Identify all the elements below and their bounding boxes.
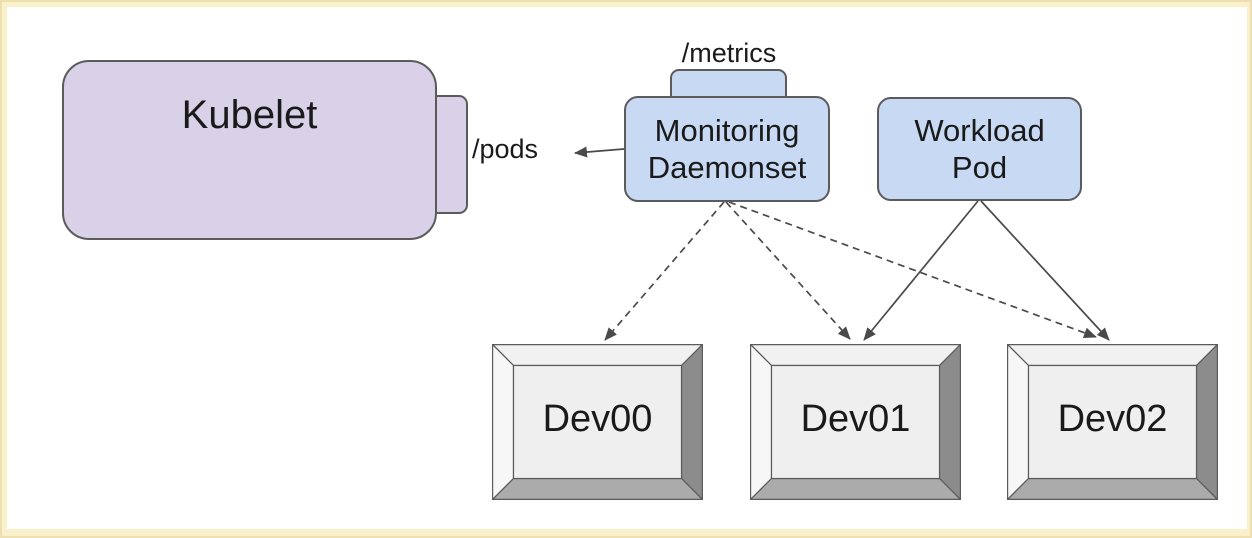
node-workload-pod: Workload Pod <box>877 97 1082 201</box>
edge-monitoring-daemonset-to-dev00 <box>604 201 725 341</box>
pods-endpoint-label: /pods <box>472 134 539 164</box>
edge-workload-pod-to-dev02 <box>980 200 1110 341</box>
node-dev01: Dev01 <box>750 344 961 500</box>
bevel-frame <box>1007 344 1218 500</box>
workload-pod-label: Workload Pod <box>914 113 1045 185</box>
edge-monitoring-daemonset-to-dev01 <box>725 201 851 340</box>
node-dev00: Dev00 <box>492 344 703 500</box>
dev00-label: Dev00 <box>542 398 653 440</box>
node-kubelet: Kubelet <box>62 60 437 240</box>
edge-monitoring-daemonset-to-dev02 <box>728 201 1097 339</box>
monitoring-daemonset-label: Monitoring Daemonset <box>647 113 807 185</box>
node-dev02: Dev02 <box>1007 344 1218 500</box>
node-monitoring-daemonset: Monitoring Daemonset <box>624 96 830 202</box>
edge-monitoring-daemonset-to-pods-endpoint <box>574 146 625 158</box>
bevel-frame <box>750 344 961 500</box>
dev01-label: Dev01 <box>800 398 911 440</box>
dev02-label: Dev02 <box>1057 398 1168 440</box>
drawing-area: Kubelet /pods /metrics Monitoring Daemon… <box>7 7 1247 529</box>
bevel-frame <box>492 344 703 500</box>
kubelet-label: Kubelet <box>181 93 318 137</box>
metrics-endpoint-label: /metrics <box>681 38 777 68</box>
edge-workload-pod-to-dev01 <box>863 200 979 341</box>
